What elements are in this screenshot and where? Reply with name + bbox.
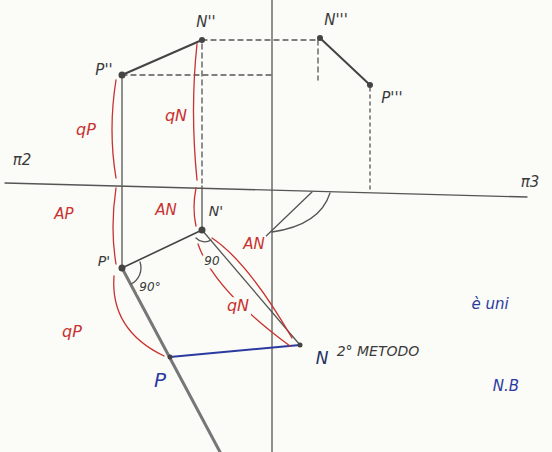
dashed-line bbox=[202, 39, 318, 40]
point-dot bbox=[168, 355, 173, 360]
construction-line bbox=[262, 192, 312, 240]
dashed-line bbox=[122, 74, 272, 75]
segment-line bbox=[320, 38, 370, 85]
distance-label: AN bbox=[153, 202, 178, 219]
note-text: è uni bbox=[469, 296, 510, 313]
angle-label: 90 bbox=[202, 255, 221, 268]
distance-label: qP bbox=[60, 323, 84, 341]
segment-line bbox=[122, 230, 202, 268]
angle-label: 90° bbox=[137, 281, 162, 294]
rotated-line bbox=[202, 230, 300, 345]
dashed-line bbox=[201, 44, 202, 183]
point-dot bbox=[199, 227, 206, 234]
point-label: N''' bbox=[322, 12, 350, 29]
point-label: N bbox=[314, 349, 331, 368]
point-label: P''' bbox=[379, 90, 404, 107]
point-label: P'' bbox=[93, 62, 114, 79]
measure-bracket bbox=[114, 276, 164, 356]
measure-bracket bbox=[112, 80, 116, 178]
point-dot bbox=[119, 265, 126, 272]
point-dot bbox=[199, 37, 205, 43]
distance-label: qN bbox=[225, 297, 251, 315]
point-dot bbox=[317, 35, 323, 41]
measure-bracket bbox=[194, 44, 198, 180]
true-length-line bbox=[170, 345, 300, 357]
measure-bracket bbox=[198, 244, 290, 346]
distance-label: AN bbox=[241, 236, 266, 253]
ground-line bbox=[5, 183, 527, 197]
rotated-line bbox=[122, 268, 220, 452]
measure-bracket bbox=[194, 188, 196, 226]
dashed-line bbox=[317, 40, 318, 80]
plane-label: π2 bbox=[11, 152, 34, 169]
point-dot bbox=[298, 343, 303, 348]
dashed-line bbox=[369, 88, 370, 193]
angle-mark bbox=[196, 238, 211, 242]
axis-line bbox=[271, 0, 272, 452]
measure-bracket bbox=[113, 188, 116, 264]
point-label: N' bbox=[207, 204, 225, 219]
segment-line bbox=[122, 40, 202, 75]
point-dot bbox=[367, 82, 373, 88]
recall-line bbox=[201, 186, 202, 230]
point-label: N'' bbox=[194, 14, 217, 31]
measure-bracket bbox=[212, 238, 292, 338]
plane-label: π3 bbox=[519, 174, 542, 191]
point-label: P bbox=[152, 369, 168, 391]
construction-arc bbox=[272, 193, 330, 232]
recall-line bbox=[121, 75, 122, 268]
distance-label: qP bbox=[74, 121, 98, 139]
point-dot bbox=[119, 72, 126, 79]
point-label: P' bbox=[96, 254, 112, 269]
note-text: N.B bbox=[491, 378, 521, 395]
method-note: 2° METODO bbox=[335, 344, 422, 359]
distance-label: qN bbox=[163, 107, 189, 125]
distance-label: AP bbox=[52, 206, 75, 223]
